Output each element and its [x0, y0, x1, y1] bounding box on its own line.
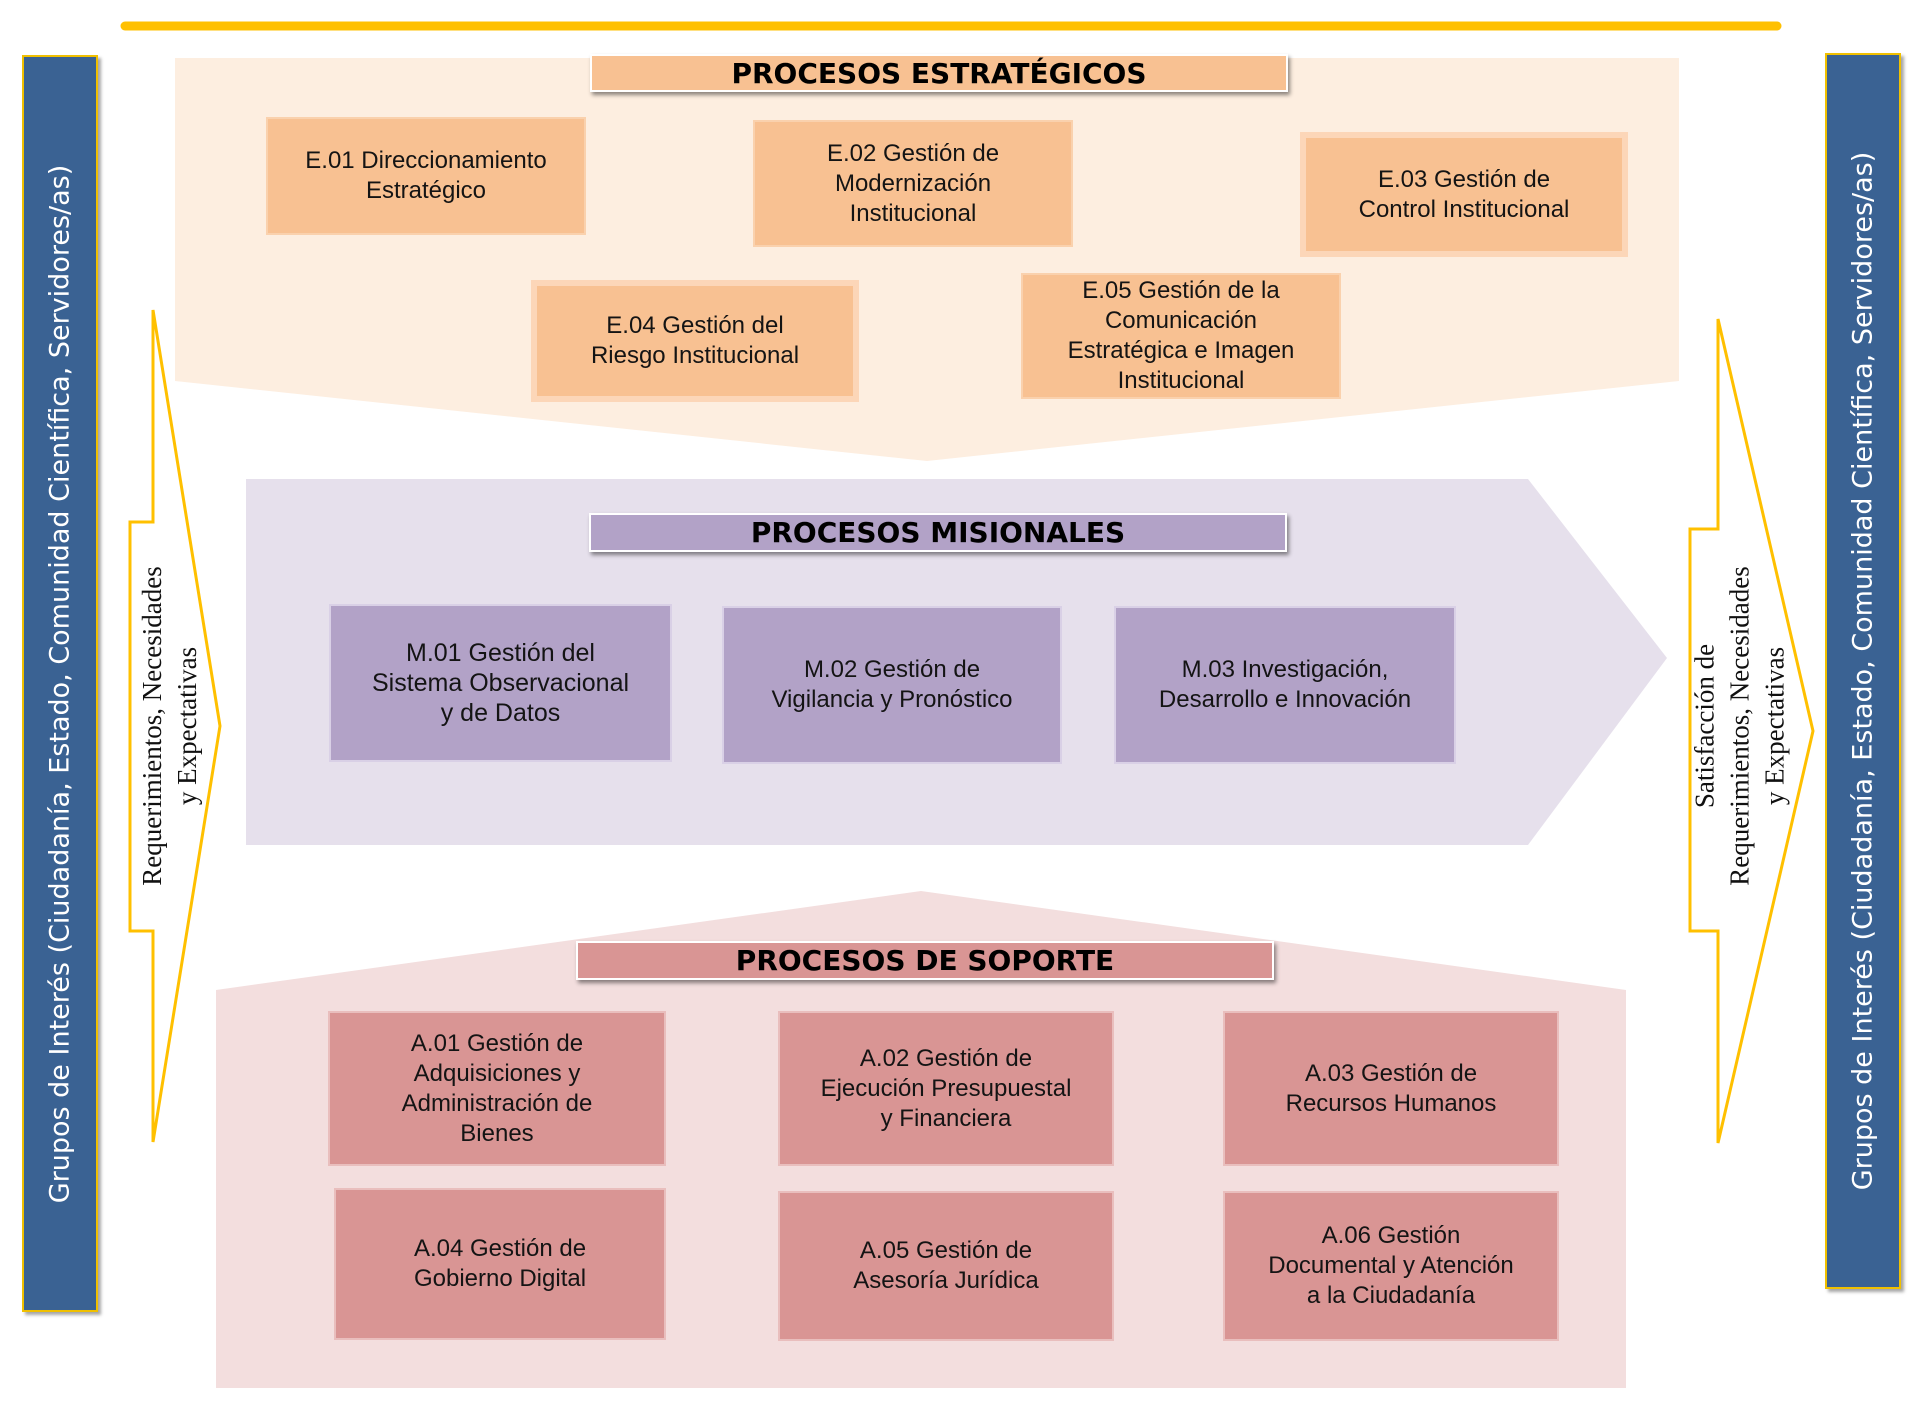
process-label-a03: A.03 Gestión de Recursos Humanos	[1285, 1059, 1497, 1117]
process-box-a01[interactable]: A.01 Gestión de Adquisiciones y Administ…	[328, 1011, 666, 1166]
process-label-m03: M.03 Investigación, Desarrollo e Innovac…	[1158, 656, 1412, 713]
process-label-a01: A.01 Gestión de Adquisiciones y Administ…	[401, 1029, 593, 1147]
process-box-e04[interactable]: E.04 Gestión del Riesgo Institucional	[531, 280, 859, 402]
left-stakeholders-bar: Grupos de Interés (Ciudadanía, Estado, C…	[22, 55, 98, 1312]
process-box-e05[interactable]: E.05 Gestión de la Comunicación Estratég…	[1021, 273, 1341, 399]
process-label-e01: E.01 Direccionamiento Estratégico	[305, 147, 547, 204]
process-box-a02[interactable]: A.02 Gestión de Ejecución Presupuestal y…	[778, 1011, 1114, 1166]
left-stakeholders-label: Grupos de Interés (Ciudadanía, Estado, C…	[44, 164, 76, 1203]
process-box-m02[interactable]: M.02 Gestión de Vigilancia y Pronóstico	[722, 606, 1062, 764]
support-title: PROCESOS DE SOPORTE	[576, 941, 1274, 980]
process-box-a05[interactable]: A.05 Gestión de Asesoría Jurídica	[778, 1191, 1114, 1341]
input-arrow-label-wrap: Requerimientos, Necesidades y Expectativ…	[120, 526, 220, 926]
right-stakeholders-bar: Grupos de Interés (Ciudadanía, Estado, C…	[1825, 53, 1901, 1289]
process-label-a05: A.05 Gestión de Asesoría Jurídica	[853, 1237, 1039, 1294]
process-box-a04[interactable]: A.04 Gestión de Gobierno Digital	[334, 1188, 666, 1340]
missional-title: PROCESOS MISIONALES	[589, 513, 1287, 552]
process-box-e03[interactable]: E.03 Gestión de Control Institucional	[1300, 132, 1628, 257]
process-label-a06: A.06 Gestión Documental y Atención a la …	[1268, 1222, 1514, 1309]
process-box-m03[interactable]: M.03 Investigación, Desarrollo e Innovac…	[1114, 606, 1456, 764]
input-arrow	[128, 309, 222, 1143]
process-label-m02: M.02 Gestión de Vigilancia y Pronóstico	[771, 656, 1013, 713]
output-arrow	[1688, 318, 1815, 1144]
process-label-a04: A.04 Gestión de Gobierno Digital	[413, 1235, 587, 1292]
process-label-a02: A.02 Gestión de Ejecución Presupuestal y…	[820, 1044, 1072, 1132]
process-label-e05: E.05 Gestión de la Comunicación Estratég…	[1067, 277, 1295, 394]
process-box-a06[interactable]: A.06 Gestión Documental y Atención a la …	[1223, 1191, 1559, 1341]
strategic-title: PROCESOS ESTRATÉGICOS	[590, 54, 1288, 92]
process-label-m01: M.01 Gestión del Sistema Observacional y…	[371, 639, 630, 727]
output-arrow-label: Satisfacción de Requerimientos, Necesida…	[1689, 566, 1790, 886]
right-stakeholders-label: Grupos de Interés (Ciudadanía, Estado, C…	[1847, 151, 1879, 1191]
process-box-a03[interactable]: A.03 Gestión de Recursos Humanos	[1223, 1011, 1559, 1166]
process-box-e02[interactable]: E.02 Gestión de Modernización Institucio…	[753, 120, 1073, 247]
process-box-e01[interactable]: E.01 Direccionamiento Estratégico	[266, 117, 586, 235]
input-arrow-label: Requerimientos, Necesidades y Expectativ…	[137, 566, 202, 886]
process-label-e03: E.03 Gestión de Control Institucional	[1358, 165, 1570, 223]
process-label-e02: E.02 Gestión de Modernización Institucio…	[826, 139, 1000, 227]
output-arrow-label-wrap: Satisfacción de Requerimientos, Necesida…	[1680, 526, 1800, 926]
process-box-m01[interactable]: M.01 Gestión del Sistema Observacional y…	[329, 604, 672, 762]
process-label-e04: E.04 Gestión del Riesgo Institucional	[590, 312, 800, 369]
